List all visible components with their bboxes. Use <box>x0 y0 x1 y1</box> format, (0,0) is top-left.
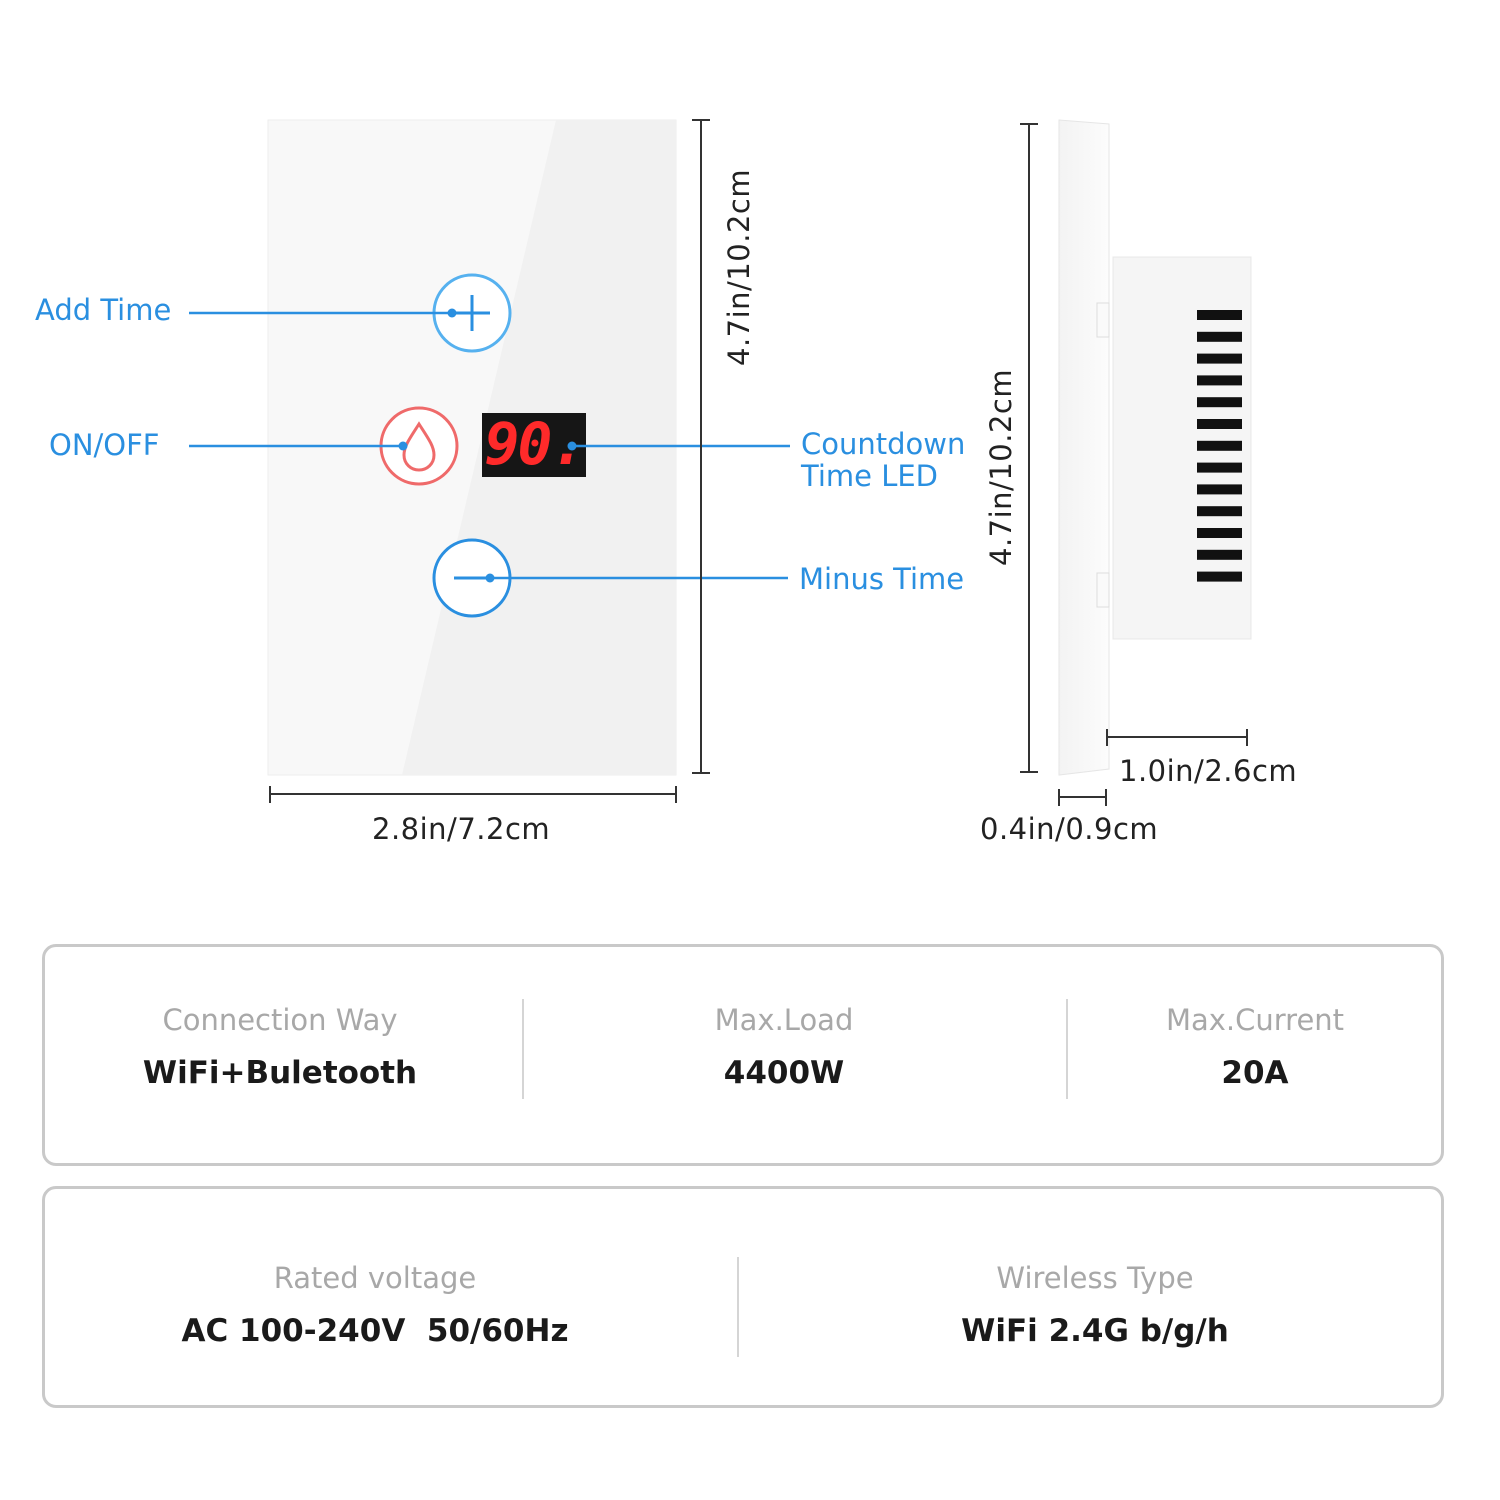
vent-slot <box>1197 484 1242 495</box>
max-current-label: Max.Current <box>1165 1003 1345 1037</box>
plate-thickness-dimension: 0.4in/0.9cm <box>980 812 1159 846</box>
led-digits: 90. <box>484 410 586 478</box>
wireless-type-label: Wireless Type <box>996 1261 1194 1295</box>
callout-dots <box>398 308 577 583</box>
wireless-type-value: WiFi 2.4G b/g/h <box>961 1313 1229 1349</box>
vent-slot <box>1197 310 1242 320</box>
on-off-label: ON/OFF <box>49 428 160 462</box>
vent-slot <box>1197 571 1242 582</box>
front-switch-panel <box>267 119 677 776</box>
max-current-value: 20A <box>1221 1055 1289 1091</box>
rated-voltage-label: Rated voltage <box>273 1261 477 1295</box>
front-width-dimension-line <box>269 786 677 803</box>
connection-way-label: Connection Way <box>162 1003 398 1037</box>
front-width-dimension: 2.8in/7.2cm <box>372 812 551 846</box>
spec-box-row2: Rated voltage AC 100-240V 50/60Hz Wirele… <box>42 1186 1444 1408</box>
connection-way-value: WiFi+Buletooth <box>142 1055 418 1091</box>
countdown-label-line1: Countdown <box>801 427 966 461</box>
spec-divider <box>1066 999 1068 1099</box>
side-depth-dimension: 1.0in/2.6cm <box>1119 754 1298 788</box>
max-load-label: Max.Load <box>714 1003 854 1037</box>
minus-time-label: Minus Time <box>799 562 965 596</box>
max-load-value: 4400W <box>723 1055 845 1091</box>
rated-voltage-value: AC 100-240V 50/60Hz <box>181 1313 569 1349</box>
vent-slot <box>1197 549 1242 560</box>
plate-thickness-dimension-line <box>1058 789 1107 806</box>
spec-divider <box>737 1257 739 1357</box>
countdown-label-line2: Time LED <box>801 459 938 493</box>
vent-slot <box>1197 506 1242 517</box>
side-depth-dimension-line <box>1106 729 1248 746</box>
ventilation-slots <box>1197 310 1242 582</box>
vent-slot <box>1197 462 1242 473</box>
callout-lines <box>189 311 790 580</box>
spec-divider <box>522 999 524 1099</box>
side-height-dimension-line <box>1020 123 1038 773</box>
spec-box-row1: Connection Way WiFi+Buletooth Max.Load 4… <box>42 944 1444 1166</box>
vent-slot <box>1197 397 1242 408</box>
add-time-label: Add Time <box>35 293 172 327</box>
front-height-dimension: 4.7in/10.2cm <box>722 168 756 366</box>
front-height-dimension-line <box>692 119 710 774</box>
vent-slot <box>1197 353 1242 364</box>
vent-slot <box>1197 331 1242 342</box>
add-time-button <box>432 273 512 353</box>
vent-slot <box>1197 375 1242 386</box>
minus-time-button <box>432 538 512 618</box>
vent-slot <box>1197 528 1242 538</box>
side-height-dimension: 4.7in/10.2cm <box>984 368 1018 566</box>
vent-slot <box>1197 440 1242 451</box>
vent-slot <box>1197 419 1242 429</box>
